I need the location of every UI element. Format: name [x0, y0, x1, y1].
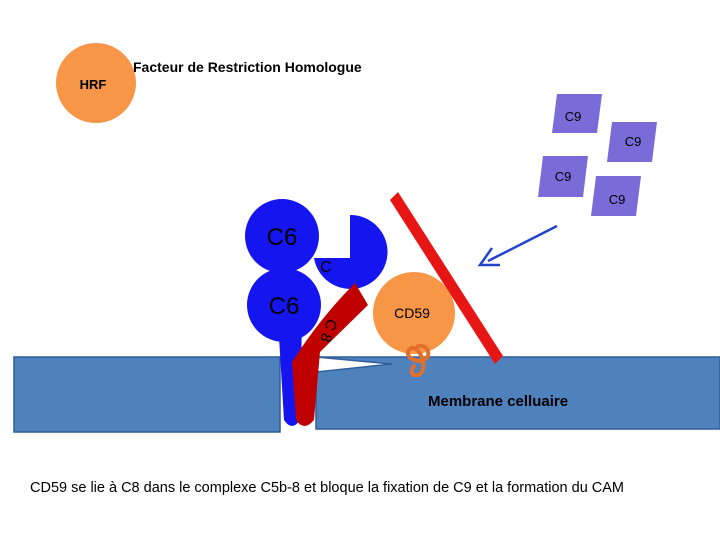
arrow-shaft [487, 224, 558, 263]
hrf-title: Facteur de Restriction Homologue [133, 59, 362, 75]
membrane-left [13, 356, 281, 433]
caption: CD59 se lie à C8 dans le complexe C5b-8 … [30, 480, 624, 496]
c9-shape-1 [552, 94, 602, 133]
complex-c5b8: C C6 C6 C 8 [245, 199, 388, 426]
c8-shape [292, 283, 368, 426]
cd59-label: CD59 [394, 305, 430, 321]
arrow-head [477, 247, 500, 267]
inhibitor-bar [390, 192, 503, 364]
c6-top-circle [245, 199, 319, 273]
c-partial-label: C [320, 259, 332, 276]
c6-top-label: C6 [267, 224, 298, 251]
c9-shape-4 [591, 176, 641, 216]
c9-group: C9 C9 C9 C9 [538, 94, 657, 216]
c9-shape-2 [607, 122, 657, 162]
c6-bottom-circle [247, 268, 321, 342]
c9-arrow [477, 224, 558, 267]
c6-bottom-label: C6 [269, 293, 300, 320]
c8-label: C 8 [316, 317, 340, 345]
membrane-label: Membrane celluaire [428, 393, 568, 410]
cell-membrane: Membrane celluaire [13, 356, 720, 433]
hrf-group: HRF Facteur de Restriction Homologue [56, 43, 362, 123]
hrf-circle [56, 43, 136, 123]
cd59-gpi-anchor [405, 343, 431, 378]
c9-label-1: C9 [565, 109, 582, 124]
c9-shape-3 [538, 156, 588, 197]
c-partial-shape [314, 214, 388, 289]
c9-label-2: C9 [625, 134, 642, 149]
hrf-label: HRF [80, 77, 107, 92]
cd59-group: CD59 [373, 272, 455, 378]
c9-label-4: C9 [609, 192, 626, 207]
c9-label-3: C9 [555, 169, 572, 184]
cd59-circle [373, 272, 455, 354]
